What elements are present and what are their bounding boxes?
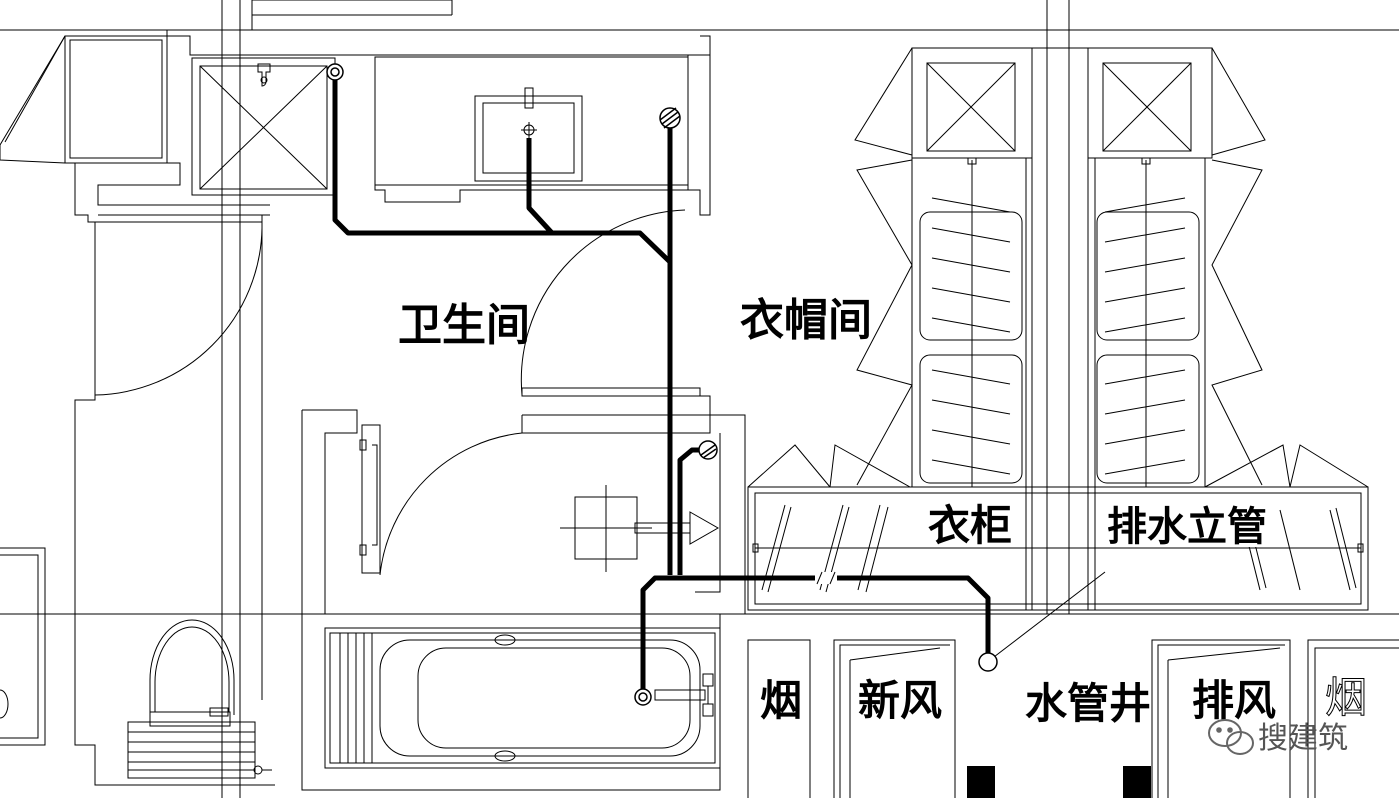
grab-bar — [359, 439, 378, 556]
label-drain-riser: 排水立管 — [1107, 504, 1267, 550]
label-bg-drain-riser — [1105, 495, 1263, 547]
shaft-column-right — [1123, 766, 1151, 798]
floor-vent — [560, 485, 720, 572]
basin-counter — [374, 55, 711, 216]
label-bg-wardrobe — [925, 495, 1010, 547]
drain-pipes — [332, 75, 991, 695]
pipe-break-mark-2 — [829, 571, 836, 585]
label-exhaust: 排风 — [1192, 676, 1276, 725]
label-flue-left: 烟 — [760, 676, 802, 725]
watermark-text: 搜建筑 — [1258, 721, 1348, 756]
bathtub — [324, 627, 721, 769]
pipe-nodes — [326, 63, 998, 706]
wechat-icon — [1208, 719, 1254, 755]
pipe-break — [815, 572, 837, 584]
door-swings — [94, 209, 686, 576]
shafts — [747, 639, 1399, 798]
left-edge-walls — [0, 547, 46, 746]
shaft-column-left — [967, 766, 995, 798]
pipe-break-mark-1 — [816, 571, 823, 585]
upper-left-room — [0, 30, 711, 223]
leader-line — [989, 571, 1106, 661]
label-cloakroom: 衣帽间 — [740, 295, 872, 346]
wardrobe-lower — [747, 47, 1369, 611]
label-flue-right: 烟 — [1325, 673, 1367, 722]
label-wardrobe: 衣柜 — [928, 501, 1012, 550]
toilet — [127, 619, 272, 779]
label-fresh-air: 新风 — [858, 676, 942, 725]
wardrobe-left — [854, 47, 1033, 610]
shower-tray — [191, 57, 336, 196]
label-bathroom: 卫生间 — [398, 300, 530, 351]
watermark: 搜建筑 — [1208, 719, 1348, 756]
label-water-shaft: 水管井 — [1025, 679, 1151, 728]
wardrobe-right — [1087, 47, 1266, 610]
